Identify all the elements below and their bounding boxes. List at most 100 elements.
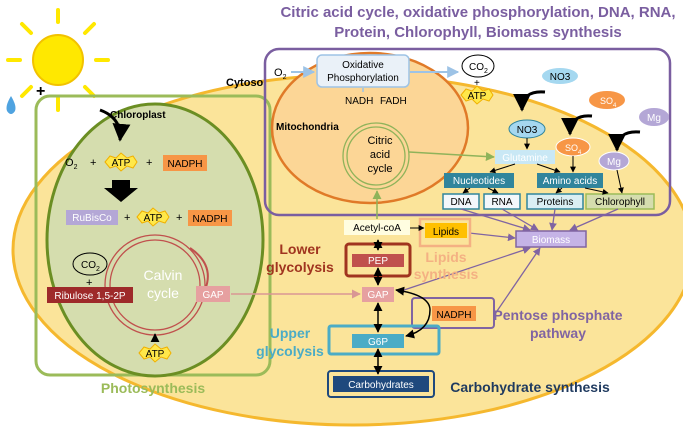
chloroplast-light-arrow bbox=[99, 108, 131, 142]
mito-nadh: NADH bbox=[345, 96, 373, 107]
citric-line-1: Citric bbox=[367, 135, 393, 147]
chloro-nadph-2: NADPH bbox=[192, 214, 227, 225]
pep-box bbox=[352, 254, 404, 267]
glutamine: Glutamine bbox=[502, 153, 548, 164]
g6p-box bbox=[352, 334, 404, 348]
chlorophyll-box bbox=[585, 193, 655, 210]
no3-uptake-arrow bbox=[513, 90, 546, 112]
proteins: Proteins bbox=[537, 197, 574, 208]
chloro-co2-ellipse bbox=[72, 252, 108, 276]
pentose-nadph-box bbox=[432, 306, 476, 321]
mito-co2-ellipse bbox=[461, 54, 495, 78]
mg-in-ellipse bbox=[598, 151, 630, 171]
mito-plus: + bbox=[474, 78, 480, 89]
biomass-box bbox=[515, 230, 587, 248]
so4-uptake-arrow bbox=[561, 114, 593, 136]
chlorophyll: Chlorophyll bbox=[595, 197, 645, 208]
pentose-line-1: Pentose phosphate bbox=[493, 307, 622, 323]
rna: RNA bbox=[491, 197, 512, 208]
mito-fadh: FADH bbox=[380, 96, 407, 107]
gap-nadph-arrow bbox=[395, 286, 431, 339]
nucleotides: Nucleotides bbox=[453, 176, 505, 187]
dna-to-biomass bbox=[460, 208, 531, 232]
chloroplast-label: Chloroplast bbox=[110, 110, 166, 121]
dna: DNA bbox=[450, 197, 471, 208]
lipids-box bbox=[425, 223, 467, 238]
nucleotides-box bbox=[444, 173, 514, 188]
mito-atp-star bbox=[460, 85, 494, 105]
gap-to-biomass bbox=[397, 246, 531, 293]
citric-to-glutamine bbox=[408, 151, 495, 162]
oxphos-line-2: Phosphorylation bbox=[327, 73, 399, 84]
citric-cycle-circle bbox=[342, 122, 410, 190]
chloro-atp-star-3 bbox=[138, 343, 172, 363]
lipids-synthesis-line-1: Lipids bbox=[425, 249, 466, 265]
rubisco: RuBisCo bbox=[72, 213, 112, 224]
chloro-nadph: NADPH bbox=[167, 159, 202, 170]
chloro-co2: CO2 bbox=[81, 260, 100, 273]
carb-synthesis-label: Carbohydrate synthesis bbox=[450, 379, 610, 395]
lipids-to-biomass bbox=[468, 232, 516, 242]
amino-to-chlorophyll bbox=[584, 187, 609, 195]
so4-in: SO4 bbox=[565, 143, 582, 156]
oxphos-box bbox=[316, 54, 410, 88]
mito-co2: CO2 bbox=[469, 62, 488, 75]
chloro-nadph-box bbox=[163, 155, 207, 171]
amino-acids: Amino acids bbox=[543, 176, 597, 187]
upper-glycolysis-box bbox=[327, 324, 441, 356]
chloro-nadph-box-2 bbox=[188, 210, 232, 226]
pep: PEP bbox=[368, 256, 388, 267]
mg-uptake-arrow bbox=[608, 130, 641, 152]
biomass: Biomass bbox=[532, 235, 570, 246]
calvin-line-2: cycle bbox=[147, 285, 179, 301]
g6p: G6P bbox=[368, 337, 388, 348]
carbohydrates: Carbohydrates bbox=[348, 380, 414, 391]
nuc-to-rna bbox=[487, 187, 499, 194]
mg-out: Mg bbox=[647, 113, 661, 124]
so4-out: SO4 bbox=[600, 96, 617, 109]
carbohydrates-box bbox=[333, 376, 429, 392]
gap-box bbox=[362, 287, 394, 302]
mito-atp: ATP bbox=[468, 91, 487, 102]
proteins-to-biomass bbox=[549, 208, 557, 231]
pentose-nadph: NADPH bbox=[436, 310, 471, 321]
mito-o2: O2 bbox=[274, 67, 287, 81]
no3-in: NO3 bbox=[517, 125, 538, 136]
chloro-gap-box bbox=[196, 286, 230, 302]
title-line-1: Citric acid cycle, oxidative phosphoryla… bbox=[280, 4, 675, 21]
photosynthesis-label: Photosynthesis bbox=[101, 380, 205, 396]
amino-acids-box bbox=[537, 173, 603, 188]
ribulose-box bbox=[47, 287, 133, 303]
amino-to-proteins bbox=[555, 187, 563, 194]
chloro-gap: GAP bbox=[202, 290, 223, 301]
cytosol-label: Cytosol bbox=[226, 77, 266, 89]
no3-out-ellipse bbox=[542, 68, 578, 84]
lipids-outer bbox=[418, 217, 472, 248]
chloro-plus-5: + bbox=[86, 277, 92, 289]
lower-glycolysis-line-1: Lower bbox=[279, 241, 321, 257]
upper-glycolysis-line-2: glycolysis bbox=[256, 343, 324, 359]
ribulose: Ribulose 1,5-2P bbox=[54, 291, 125, 302]
sun-icon bbox=[6, 8, 110, 112]
chlorophyll-to-biomass bbox=[569, 208, 619, 231]
lipids: Lipids bbox=[433, 227, 459, 238]
rubisco-box bbox=[66, 210, 118, 225]
glut-to-amino bbox=[536, 163, 561, 174]
acetyl-coa-box bbox=[344, 220, 410, 235]
mg-in: Mg bbox=[607, 157, 621, 168]
lower-glycolysis-line-2: glycolysis bbox=[266, 259, 334, 275]
citric-line-3: cycle bbox=[367, 163, 392, 175]
mito-label: Mitochondria bbox=[276, 122, 339, 133]
rna-to-biomass bbox=[501, 208, 539, 231]
chloro-down-arrow bbox=[104, 180, 138, 202]
chloro-plus-1: + bbox=[90, 157, 96, 169]
mg-to-chlorophyll bbox=[616, 169, 624, 194]
mg-out-ellipse bbox=[639, 108, 669, 126]
upper-glycolysis-line-1: Upper bbox=[270, 325, 311, 341]
sun-plus: + bbox=[36, 83, 45, 100]
chloro-plus-3: + bbox=[124, 212, 130, 224]
glutamine-box bbox=[495, 150, 555, 164]
chloro-o2: O2 bbox=[65, 157, 78, 171]
title-line-2: Protein, Chlorophyll, Biomass synthesis bbox=[334, 24, 622, 41]
